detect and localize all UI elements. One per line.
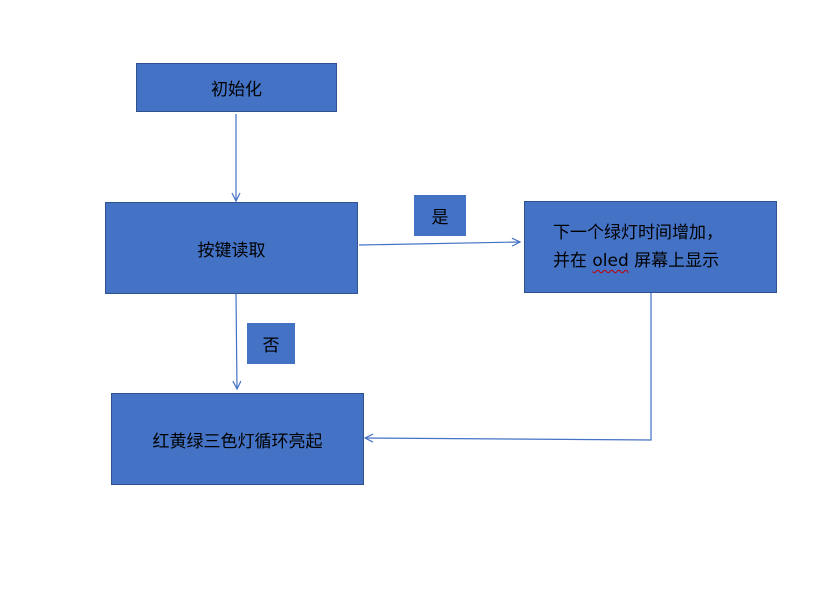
line2-suffix: 屏幕上显示	[628, 251, 720, 271]
node-increase-green-line2: 并在 oled 屏幕上显示	[553, 247, 719, 275]
oled-word: oled	[592, 251, 629, 271]
arrow-read-to-increase	[358, 242, 520, 245]
edge-label-no: 否	[247, 323, 295, 364]
node-init: 初始化	[136, 63, 337, 112]
edge-label-no-text: 否	[262, 336, 280, 356]
node-increase-green-line1: 下一个绿灯时间增加，	[553, 223, 723, 243]
node-cycle-text: 红黄绿三色灯循环亮起	[152, 431, 323, 452]
arrow-read-to-cycle	[236, 293, 237, 389]
arrow-increase-to-cycle	[365, 293, 652, 440]
node-cycle: 红黄绿三色灯循环亮起	[111, 393, 364, 485]
edge-label-yes: 是	[414, 195, 466, 236]
node-increase-green: 下一个绿灯时间增加， 并在 oled 屏幕上显示	[524, 201, 777, 293]
edge-label-yes-text: 是	[431, 208, 449, 228]
node-read-key: 按键读取	[105, 202, 358, 294]
node-read-key-text: 按键读取	[197, 240, 266, 261]
node-init-text: 初始化	[211, 80, 262, 100]
line2-prefix: 并在	[553, 251, 593, 271]
